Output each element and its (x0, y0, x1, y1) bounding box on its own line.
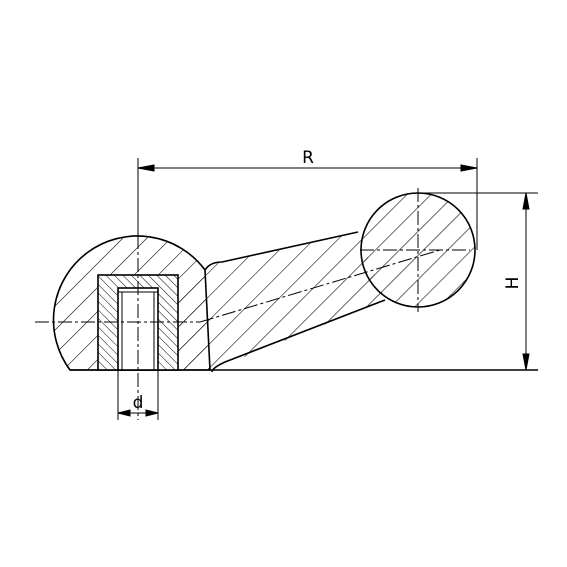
d-arrow-left (117, 409, 131, 417)
r-arrow-right (460, 164, 478, 172)
dimension-h (418, 192, 538, 371)
d-label: d (133, 393, 144, 413)
arm-section (165, 232, 385, 370)
h-label: H (503, 277, 523, 290)
d-arrow-right (145, 409, 159, 417)
r-arrow-left (137, 164, 155, 172)
r-label: R (302, 148, 314, 168)
dimension-d (117, 370, 159, 420)
center-lines (35, 188, 470, 420)
h-arrow-top (522, 192, 530, 210)
h-arrow-bottom (522, 353, 530, 371)
arm-outline (204, 231, 386, 373)
diagonal-centerline (199, 249, 441, 323)
dimension-r (137, 158, 478, 250)
